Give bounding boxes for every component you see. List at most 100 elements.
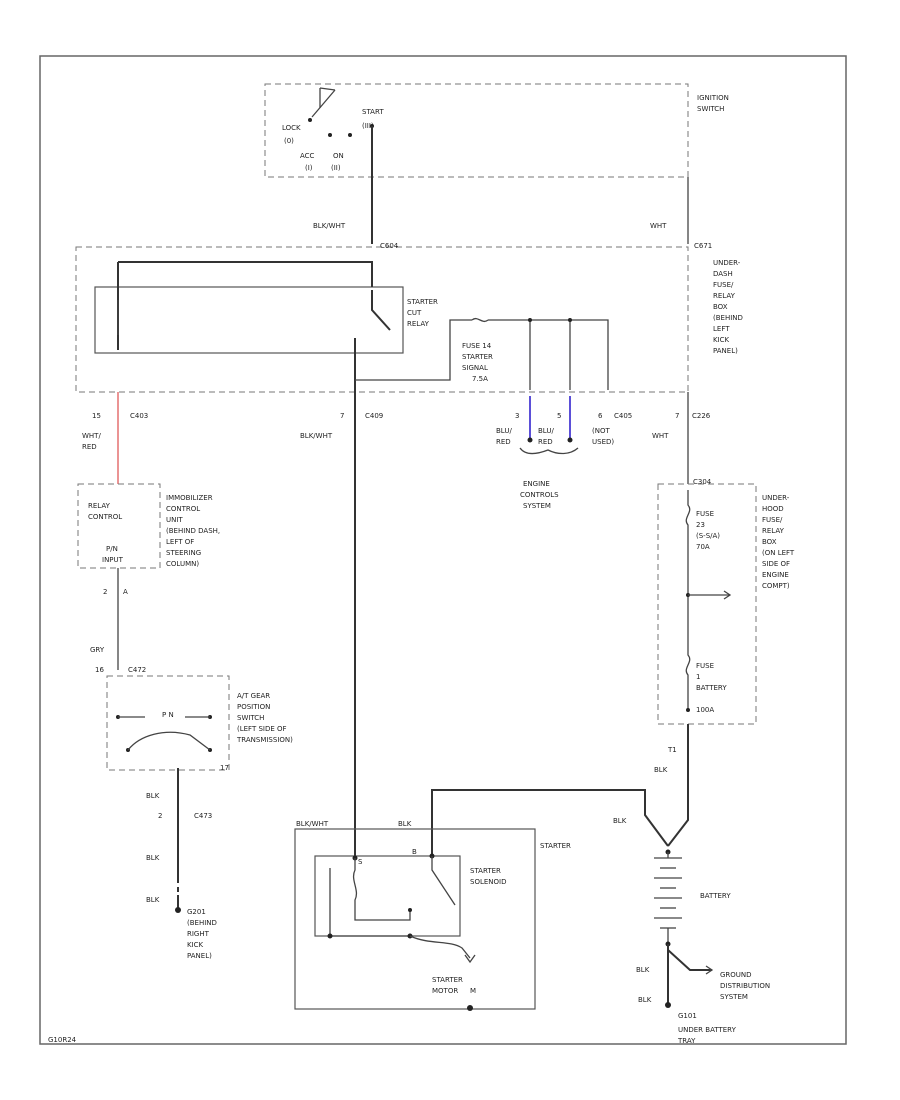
- wire-color-blured: BLU/: [538, 427, 554, 435]
- not-used-label: USED): [592, 438, 614, 446]
- c304-label: C304: [693, 478, 712, 486]
- starter-cut-relay: [94, 286, 404, 354]
- wire-color-blured: RED: [496, 438, 511, 446]
- solenoid-terminal: S: [358, 858, 363, 866]
- c671-label: C671: [694, 242, 712, 250]
- c226-pin: 7: [675, 412, 679, 420]
- b-terminal: B: [412, 848, 417, 856]
- engine-controls-label: ENGINE CONTROLS SYSTEM: [520, 480, 559, 510]
- c604-wire-color: BLK/WHT: [313, 222, 346, 230]
- g101-line: TRAY: [677, 1037, 696, 1045]
- underhood-label-line: FUSE/: [762, 516, 783, 524]
- diagram-id: G10R24: [48, 1036, 77, 1044]
- starter-title: STARTER: [540, 842, 571, 850]
- g201-line: PANEL): [187, 952, 212, 960]
- underdash-label-line: PANEL): [713, 347, 738, 355]
- pn-input-line: INPUT: [102, 556, 124, 564]
- ignition-acc-num: (I): [305, 164, 313, 172]
- immobilizer-label-line: COLUMN): [166, 560, 199, 568]
- underhood-label-line: RELAY: [762, 527, 785, 535]
- ignition-acc-label: ACC: [300, 152, 315, 160]
- immobilizer-label-line: IMMOBILIZER: [166, 494, 213, 502]
- ignition-title-2: SWITCH: [697, 105, 724, 113]
- underhood-label-line: (ON LEFT: [762, 549, 795, 557]
- underdash-label-line: KICK: [713, 336, 730, 344]
- c405-label: C405: [614, 412, 632, 420]
- c403-pin: 15: [92, 412, 101, 420]
- fuse23-line: (S-S/A): [696, 532, 720, 540]
- c604-label: C604: [380, 242, 399, 250]
- wire-color-blured: BLU/: [496, 427, 512, 435]
- c405-pin: 6: [598, 412, 603, 420]
- battery-blk: BLK: [613, 817, 627, 825]
- ignition-on-label: ON: [333, 152, 344, 160]
- immobilizer-label-line: CONTROL: [166, 505, 200, 513]
- fuse14-label-line: STARTER: [462, 353, 493, 361]
- immobilizer-control-unit: RELAY CONTROL P/N INPUT 2 A IMMOBILIZER …: [77, 483, 220, 596]
- g201-line: KICK: [187, 941, 204, 949]
- motor-line: STARTER: [432, 976, 463, 984]
- at-pin2: 17: [220, 764, 229, 772]
- g101-line: G101: [678, 1012, 697, 1020]
- fuse1-line: 100A: [696, 706, 714, 714]
- c405-pin: 3: [515, 412, 519, 420]
- solenoid-line: STARTER: [470, 867, 501, 875]
- g201-line: G201: [187, 908, 206, 916]
- fuse1-line: FUSE: [696, 662, 714, 670]
- blk-label: BLK: [654, 766, 668, 774]
- fuse14-label-line: FUSE 14: [462, 342, 492, 350]
- underhood-fuse-relay-box: C304 FUSE 23 (S-S/A) 70A FUSE 1 BATTERY …: [654, 478, 795, 774]
- underdash-label-line: (BEHIND: [713, 314, 743, 322]
- immobilizer-label-line: STEERING: [166, 549, 201, 557]
- ground-line: SYSTEM: [720, 993, 748, 1001]
- c472-label: C472: [128, 666, 146, 674]
- underhood-label-line: HOOD: [762, 505, 784, 513]
- gry-wire-label: GRY: [90, 646, 105, 654]
- wire-color-blkwht: BLK/WHT: [300, 432, 333, 440]
- wire-color-whtred: RED: [82, 443, 97, 451]
- underdash-label-line: DASH: [713, 270, 733, 278]
- ignition-lock-label: LOCK: [282, 124, 301, 132]
- at-label-line: (LEFT SIDE OF: [237, 725, 287, 733]
- immobilizer-pin: 2: [103, 588, 107, 596]
- starter: BLK/WHT BLK STARTER STARTER SOLENOID STA…: [294, 820, 571, 1011]
- c473-pin: 2: [158, 812, 162, 820]
- fuse23-line: FUSE: [696, 510, 714, 518]
- engine-line: ENGINE: [523, 480, 550, 488]
- underdash-label-line: RELAY: [713, 292, 736, 300]
- g201-line: (BEHIND: [187, 919, 217, 927]
- immobilizer-pin: A: [123, 588, 128, 596]
- ignition-on-num: (II): [331, 164, 341, 172]
- underhood-label-line: SIDE OF: [762, 560, 790, 568]
- at-label-line: A/T GEAR: [237, 692, 270, 700]
- pn-input-line: P/N: [106, 545, 118, 553]
- underdash-label: UNDER- DASH FUSE/ RELAY BOX (BEHIND LEFT…: [713, 259, 743, 355]
- solenoid-line: SOLENOID: [470, 878, 506, 886]
- battery-blk3: BLK: [638, 996, 652, 1004]
- relay-label-line: CUT: [407, 309, 422, 317]
- m-terminal: M: [470, 987, 476, 995]
- wire-color-wht: WHT: [652, 432, 669, 440]
- c409-pin: 7: [340, 412, 344, 420]
- c405-pin: 5: [557, 412, 561, 420]
- g101-line: UNDER BATTERY: [678, 1026, 737, 1034]
- underhood-label-line: ENGINE: [762, 571, 789, 579]
- starter-wire-blkwht: BLK/WHT: [296, 820, 329, 828]
- underdash-label-line: LEFT: [713, 325, 730, 333]
- ignition-i-label: (0): [284, 137, 294, 145]
- underdash-label-line: FUSE/: [713, 281, 734, 289]
- diagram-frame: [39, 55, 847, 1045]
- fuse1-line: BATTERY: [696, 684, 727, 692]
- relay-label-line: STARTER: [407, 298, 438, 306]
- wire-color-whtred: WHT/: [82, 432, 101, 440]
- c473-label: C473: [194, 812, 212, 820]
- underhood-label-line: COMPT): [762, 582, 790, 590]
- underdash-fuse-relay-box: BLK/WHT C604 WHT C671 UNDER- DASH FUSE/ …: [75, 222, 743, 393]
- connector-row: 15 C403 WHT/ RED 7 C409 BLK/WHT 3 5 6 C4…: [82, 412, 711, 451]
- battery-blk2: BLK: [636, 966, 650, 974]
- fuse14-label-line: 7.5A: [472, 375, 488, 383]
- underdash-label-line: BOX: [713, 303, 728, 311]
- wire-color-blured: RED: [538, 438, 553, 446]
- left-ground: BLK 2 C473 BLK BLK G201 (BEHIND RIGHT KI…: [146, 768, 217, 960]
